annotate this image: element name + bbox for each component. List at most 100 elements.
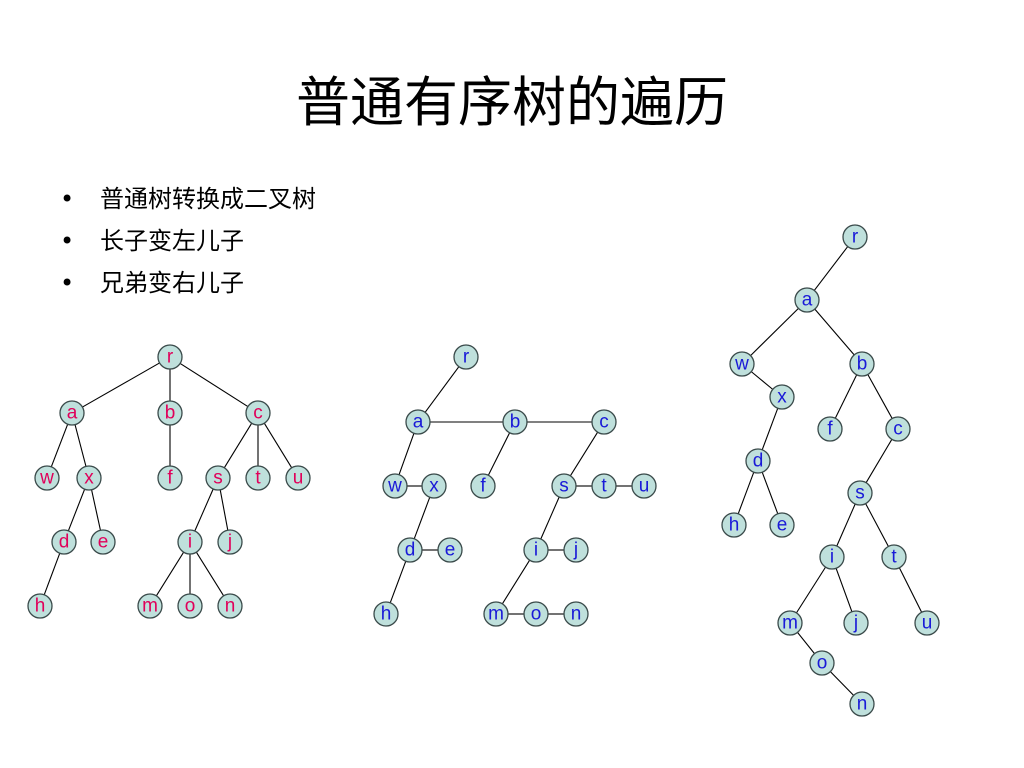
node-label: d	[59, 532, 70, 553]
tree-node-f: f	[470, 473, 496, 499]
node-label: w	[387, 476, 402, 497]
node-circle	[563, 537, 589, 563]
node-circle	[809, 650, 835, 676]
edge-a-w	[750, 308, 799, 356]
node-circle	[51, 529, 77, 555]
node-circle	[177, 529, 203, 555]
node-label: x	[429, 476, 439, 497]
tree-edges	[389, 366, 632, 615]
node-label: a	[67, 403, 78, 424]
node-circle	[563, 601, 589, 627]
tree-node-o: o	[809, 650, 835, 676]
node-label: h	[729, 515, 740, 536]
node-circle	[849, 351, 875, 377]
edge-r-c	[179, 362, 249, 408]
tree-node-c: c	[885, 416, 911, 442]
edge-s-t	[865, 503, 889, 547]
node-label: u	[639, 476, 650, 497]
tree-node-w: w	[729, 351, 755, 377]
node-label: r	[167, 347, 174, 368]
edge-s-j	[219, 489, 229, 531]
node-label: r	[463, 347, 470, 368]
tree-node-a: a	[405, 409, 431, 435]
node-circle	[502, 409, 528, 435]
node-label: n	[857, 694, 868, 715]
bullet-dot-icon: •	[60, 227, 75, 255]
node-label: s	[559, 476, 569, 497]
node-label: u	[293, 468, 304, 489]
node-circle	[523, 601, 549, 627]
node-circle	[205, 465, 231, 491]
bullet-text: 长子变左儿子	[100, 227, 244, 255]
tree-node-m: m	[137, 593, 163, 619]
node-circle	[157, 400, 183, 426]
slide-title: 普通有序树的遍历	[296, 71, 728, 134]
node-circle	[769, 512, 795, 538]
node-circle	[157, 344, 183, 370]
node-circle	[745, 448, 771, 474]
node-label: e	[98, 532, 109, 553]
tree-node-j: j	[843, 610, 869, 636]
tree-node-b: b	[502, 409, 528, 435]
bullet-item: • 长子变左儿子	[60, 220, 316, 262]
node-circle	[729, 351, 755, 377]
tree-node-i: i	[523, 537, 549, 563]
node-label: i	[830, 547, 834, 568]
node-label: i	[188, 532, 192, 553]
node-circle	[421, 473, 447, 499]
edge-a-b	[814, 308, 855, 356]
tree-node-t: t	[245, 465, 271, 491]
node-label: o	[185, 596, 196, 617]
node-circle	[373, 601, 399, 627]
node-label: n	[571, 604, 582, 625]
tree-node-i: i	[177, 529, 203, 555]
bullet-text: 普通树转换成二叉树	[100, 185, 316, 213]
node-circle	[59, 400, 85, 426]
node-circle	[842, 224, 868, 250]
tree-node-o: o	[523, 601, 549, 627]
node-circle	[285, 465, 311, 491]
node-label: b	[165, 403, 176, 424]
tree-node-x: x	[76, 465, 102, 491]
tree-node-m: m	[777, 610, 803, 636]
node-label: n	[225, 596, 236, 617]
edge-b-f	[487, 432, 511, 476]
tree-node-e: e	[437, 537, 463, 563]
node-label: t	[255, 468, 261, 489]
node-circle	[849, 691, 875, 717]
node-label: b	[857, 354, 868, 375]
node-circle	[847, 480, 873, 506]
bullet-text: 兄弟变右儿子	[100, 269, 244, 297]
tree-node-b: b	[157, 400, 183, 426]
tree-node-e: e	[90, 529, 116, 555]
tree-node-d: d	[397, 537, 423, 563]
node-circle	[397, 537, 423, 563]
edge-i-m	[155, 551, 185, 597]
node-circle	[881, 544, 907, 570]
node-circle	[551, 473, 577, 499]
edge-c-s	[223, 422, 253, 469]
tree-node-m: m	[483, 601, 509, 627]
node-label: f	[480, 476, 486, 497]
bullet-dot-icon: •	[60, 185, 75, 213]
tree-node-r: r	[157, 344, 183, 370]
node-circle	[157, 465, 183, 491]
node-label: u	[922, 613, 933, 634]
node-label: e	[777, 515, 788, 536]
node-circle	[914, 610, 940, 636]
node-circle	[885, 416, 911, 442]
tree-node-h: h	[721, 512, 747, 538]
edge-s-i	[194, 488, 214, 532]
node-circle	[90, 529, 116, 555]
tree-node-i: i	[819, 544, 845, 570]
node-circle	[777, 610, 803, 636]
tree-node-r: r	[453, 344, 479, 370]
edge-w-x	[750, 371, 774, 390]
node-label: o	[531, 604, 542, 625]
tree-node-c: c	[245, 400, 271, 426]
tree-edges	[43, 362, 293, 597]
node-label: c	[253, 403, 263, 424]
edge-i-m	[501, 559, 531, 605]
